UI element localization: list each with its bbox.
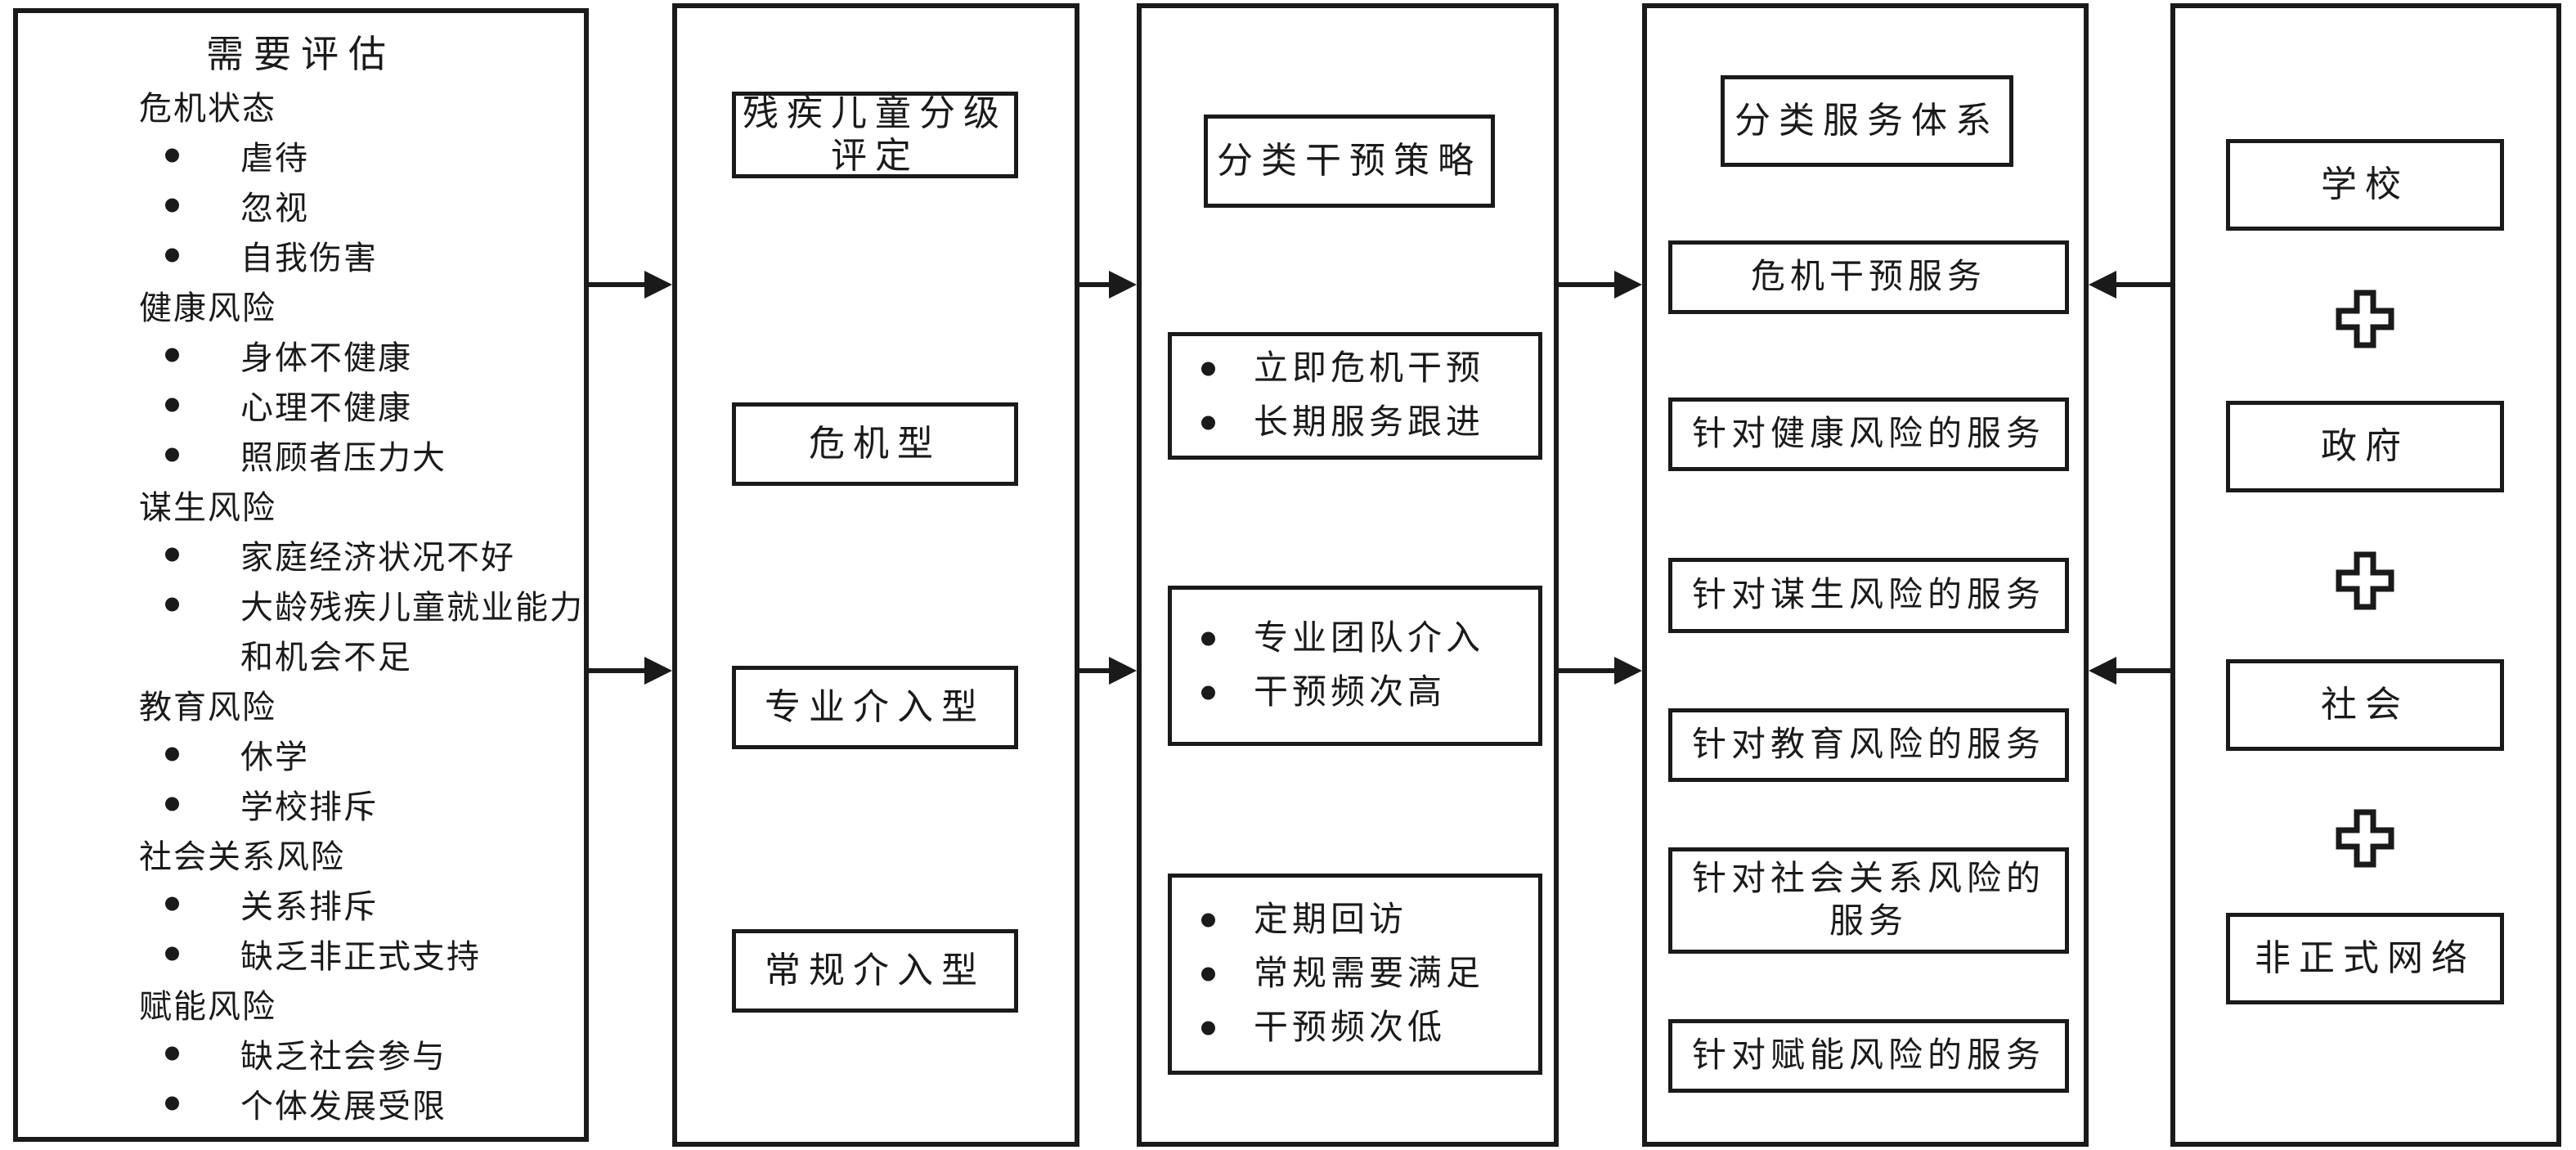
bullet-dot-icon [1201,1021,1215,1035]
box-crisis-type: 危机型 [732,402,1018,486]
plus-icon [2336,551,2394,610]
list-item: 教育风险 [139,688,276,725]
list-item: 健康风险 [139,289,276,326]
list-item: 危机状态 [139,89,276,127]
box-routine-strategy: 定期回访 常规需要满足 干预频次低 [1168,874,1542,1075]
box-professional-strategy: 专业团队介入 干预频次高 [1168,586,1542,746]
bullet-dot-icon [165,248,179,262]
list-item: 心理不健康 [18,380,584,429]
box-education-risk-service: 针对教育风险的服务 [1668,708,2069,782]
bullet-dot-icon [165,1046,179,1060]
box-crisis-strategy: 立即危机干预 长期服务跟进 [1168,332,1542,460]
arrow-right-icon [586,657,672,685]
arrow-right-icon [586,271,672,299]
list-item: 缺乏非正式支持 [18,928,584,978]
bullet-dot-icon [1201,685,1215,700]
box-society: 社会 [2226,659,2504,751]
bullet-dot-icon [165,946,179,960]
arrow-right-icon [1078,271,1137,299]
arrow-right-icon [1078,657,1137,685]
list-item: 学校排斥 [18,779,584,829]
bullet-dot-icon [165,348,179,362]
box-service-system-title: 分类服务体系 [1721,75,2013,167]
bullet-dot-icon [1201,631,1215,646]
box-grading-title: 残疾儿童分级评定 [732,92,1018,178]
box-social-relation-risk-service: 针对社会关系风险的服务 [1668,847,2069,954]
list-item: 大龄残疾儿童就业能力 [18,579,584,629]
bullet-dot-icon [165,797,179,811]
bullet-dot-icon [165,896,179,910]
bullet-dot-icon [165,747,179,761]
list-item: 缺乏社会参与 [18,1028,584,1078]
bullet-dot-icon [165,597,179,611]
box-empowerment-risk-service: 针对赋能风险的服务 [1668,1019,2069,1093]
box-school: 学校 [2226,139,2504,231]
list-item: 身体不健康 [18,330,584,380]
list-item: 家庭经济状况不好 [18,529,584,579]
panel-title-needs-assessment: 需要评估 [206,34,396,75]
arrow-left-icon [2089,657,2170,685]
list-item: 和机会不足 [240,638,412,676]
panel-needs-assessment: 需要评估 危机状态 虐待 忽视 自我伤害 健康风险 身体不健康 心理不健康 照顾… [13,8,589,1142]
bullet-dot-icon [1201,913,1215,928]
arrow-right-icon [1557,657,1642,685]
box-government: 政府 [2226,401,2504,492]
list-item: 赋能风险 [139,987,276,1025]
list-item: 照顾者压力大 [18,429,584,479]
box-health-risk-service: 针对健康风险的服务 [1668,398,2069,471]
box-informal-network: 非正式网络 [2226,913,2504,1004]
list-item: 谋生风险 [139,488,276,526]
bullet-dot-icon [165,547,179,561]
needs-list: 危机状态 虐待 忽视 自我伤害 健康风险 身体不健康 心理不健康 照顾者压力大 … [18,80,584,1128]
plus-icon [2336,290,2394,348]
bullet-dot-icon [165,447,179,461]
box-livelihood-risk-service: 针对谋生风险的服务 [1668,558,2069,633]
list-item: 忽视 [18,180,584,230]
box-strategies-title: 分类干预策略 [1204,115,1495,208]
box-crisis-intervention-service: 危机干预服务 [1668,240,2069,314]
bullet-dot-icon [165,1096,179,1110]
list-item: 虐待 [18,130,584,180]
list-item: 社会关系风险 [139,838,345,875]
bullet-dot-icon [165,148,179,162]
arrow-right-icon [1557,271,1642,299]
bullet-dot-icon [165,398,179,411]
bullet-dot-icon [1201,967,1215,982]
box-routine-intervention-type: 常规介入型 [732,929,1018,1013]
bullet-dot-icon [1201,362,1215,376]
bullet-dot-icon [165,198,179,212]
list-item: 关系排斥 [18,878,584,928]
list-item: 个体发展受限 [18,1078,584,1128]
list-item: 休学 [18,729,584,779]
box-professional-intervention-type: 专业介入型 [732,666,1018,749]
bullet-dot-icon [1201,416,1215,430]
arrow-left-icon [2089,271,2170,299]
plus-icon [2336,809,2394,868]
list-item: 自我伤害 [18,230,584,280]
